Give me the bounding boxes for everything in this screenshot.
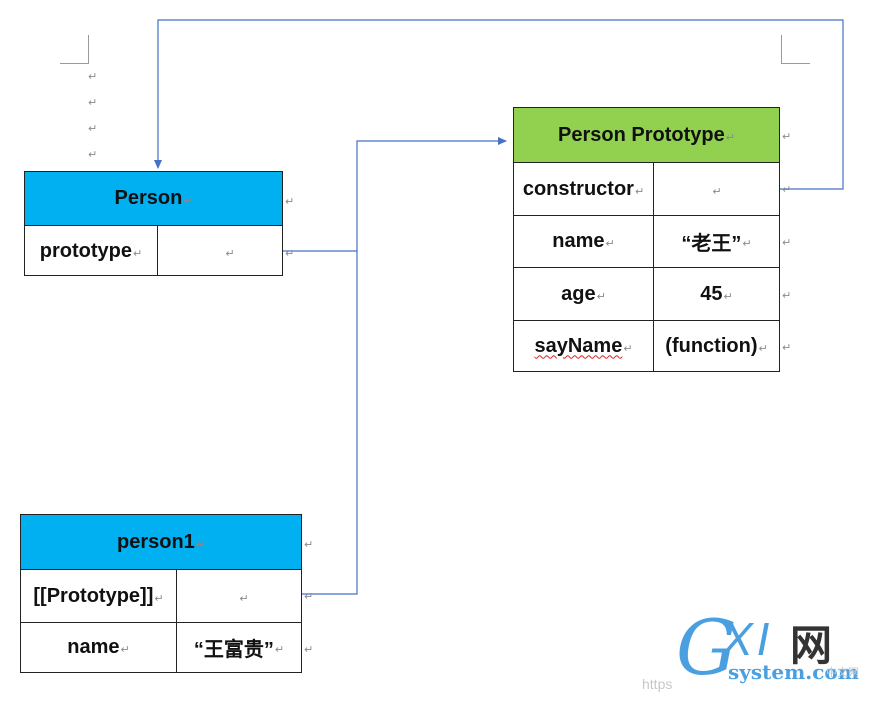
age-label: age ↵ bbox=[514, 268, 654, 320]
watermark-domain: system.com bbox=[728, 660, 859, 684]
cell-label: prototype bbox=[39, 239, 132, 262]
person1-name-label: name ↵ bbox=[21, 623, 177, 672]
paragraph-mark: ↵ bbox=[133, 247, 143, 260]
person-prototype-table: Person Prototype ↵ constructor ↵ ↵ name … bbox=[513, 107, 780, 372]
person-prototype-title: Person Prototype bbox=[558, 123, 725, 146]
paragraph-mark: ↵ bbox=[304, 644, 314, 656]
paragraph-mark: ↵ bbox=[304, 591, 314, 603]
paragraph-mark: ↵ bbox=[285, 196, 295, 208]
person1-name-value: “王富贵” ↵ bbox=[177, 623, 301, 672]
person-prototype-row-constructor: constructor ↵ ↵ bbox=[514, 162, 779, 215]
paragraph-mark: ↵ bbox=[623, 342, 633, 355]
cell-label: [[Prototype]] bbox=[33, 584, 154, 607]
person-header: Person ↵ bbox=[25, 172, 282, 225]
person1-header: person1 ↵ bbox=[21, 515, 301, 569]
paragraph-mark: ↵ bbox=[195, 538, 206, 551]
cell-value: “老王” bbox=[681, 233, 742, 255]
name-value: “老王” ↵ bbox=[654, 216, 779, 267]
constructor-label: constructor ↵ bbox=[514, 163, 654, 215]
paragraph-mark: ↵ bbox=[239, 592, 249, 605]
paragraph-mark: ↵ bbox=[304, 539, 314, 551]
watermark-logo-wang: 网 bbox=[790, 621, 833, 670]
paragraph-mark: ↵ bbox=[782, 131, 792, 143]
paragraph-mark: ↵ bbox=[605, 238, 615, 250]
sayname-value: (function) ↵ bbox=[654, 321, 779, 371]
person-prototype-value: ↵ bbox=[158, 226, 282, 276]
cell-label: constructor bbox=[522, 177, 634, 200]
paragraph-mark: ↵ bbox=[742, 238, 752, 250]
person-prototype-row-sayname: sayName ↵ (function) ↵ bbox=[514, 320, 779, 371]
person-prototype-row-age: age ↵ 45 ↵ bbox=[514, 267, 779, 320]
paragraph-mark: ↵ bbox=[285, 248, 295, 260]
cell-label: sayName bbox=[534, 334, 623, 357]
person1-title: person1 bbox=[116, 530, 195, 553]
paragraph-mark: ↵ bbox=[596, 290, 606, 303]
paragraph-mark: ↵ bbox=[88, 149, 98, 161]
constructor-value: ↵ bbox=[654, 163, 779, 215]
paragraph-mark: ↵ bbox=[88, 123, 98, 135]
person1-row-prototype: [[Prototype]] ↵ ↵ bbox=[21, 569, 301, 622]
paragraph-mark: ↵ bbox=[712, 185, 722, 198]
cell-label: name bbox=[552, 230, 605, 252]
person-prototype-label: prototype ↵ bbox=[25, 226, 158, 276]
cell-value: 45 bbox=[700, 282, 723, 305]
watermark-logo-xi: XI bbox=[722, 613, 774, 665]
paragraph-mark: ↵ bbox=[782, 290, 792, 302]
paragraph-mark: ↵ bbox=[758, 342, 768, 355]
cell-label: name bbox=[67, 636, 120, 658]
watermark-site-name: 中文网 bbox=[826, 667, 859, 679]
paragraph-mark: ↵ bbox=[88, 97, 98, 109]
paragraph-mark: ↵ bbox=[782, 342, 792, 354]
person-table: Person ↵ prototype ↵ ↵ bbox=[24, 171, 283, 276]
person1-table: person1 ↵ [[Prototype]] ↵ ↵ name ↵ “王富贵”… bbox=[20, 514, 302, 673]
person-row-prototype: prototype ↵ ↵ bbox=[25, 225, 282, 276]
watermark-logo-g: G bbox=[676, 603, 737, 692]
arrow-prototype-to-person-prototype bbox=[210, 137, 507, 252]
paragraph-mark: ↵ bbox=[723, 290, 733, 303]
paragraph-mark: ↵ bbox=[88, 71, 98, 83]
paragraph-mark: ↵ bbox=[154, 592, 164, 605]
name-label: name ↵ bbox=[514, 216, 654, 267]
cell-value: “王富贵” bbox=[193, 639, 274, 661]
person1-row-name: name ↵ “王富贵” ↵ bbox=[21, 622, 301, 672]
paragraph-mark: ↵ bbox=[782, 237, 792, 249]
cell-value: (function) bbox=[665, 334, 758, 357]
paragraph-mark: ↵ bbox=[782, 184, 792, 196]
paragraph-mark: ↵ bbox=[120, 644, 130, 656]
paragraph-mark: ↵ bbox=[225, 247, 235, 260]
person-prototype-header: Person Prototype ↵ bbox=[514, 108, 779, 162]
paragraph-mark: ↵ bbox=[274, 644, 285, 656]
age-value: 45 ↵ bbox=[654, 268, 779, 320]
watermark-url-fragment: https bbox=[642, 676, 673, 692]
person1-prototype-label: [[Prototype]] ↵ bbox=[21, 570, 177, 622]
person1-prototype-value: ↵ bbox=[177, 570, 301, 622]
paragraph-mark: ↵ bbox=[183, 195, 193, 207]
arrow-constructor-to-person bbox=[154, 19, 844, 190]
paragraph-mark: ↵ bbox=[725, 131, 735, 144]
page-corner-mark-left bbox=[60, 35, 89, 64]
person-title: Person bbox=[114, 187, 183, 209]
cell-label: age bbox=[561, 282, 596, 305]
paragraph-mark: ↵ bbox=[634, 185, 645, 198]
page-corner-mark-right bbox=[781, 35, 810, 64]
sayname-label: sayName ↵ bbox=[514, 321, 654, 371]
person-prototype-row-name: name ↵ “老王” ↵ bbox=[514, 215, 779, 267]
